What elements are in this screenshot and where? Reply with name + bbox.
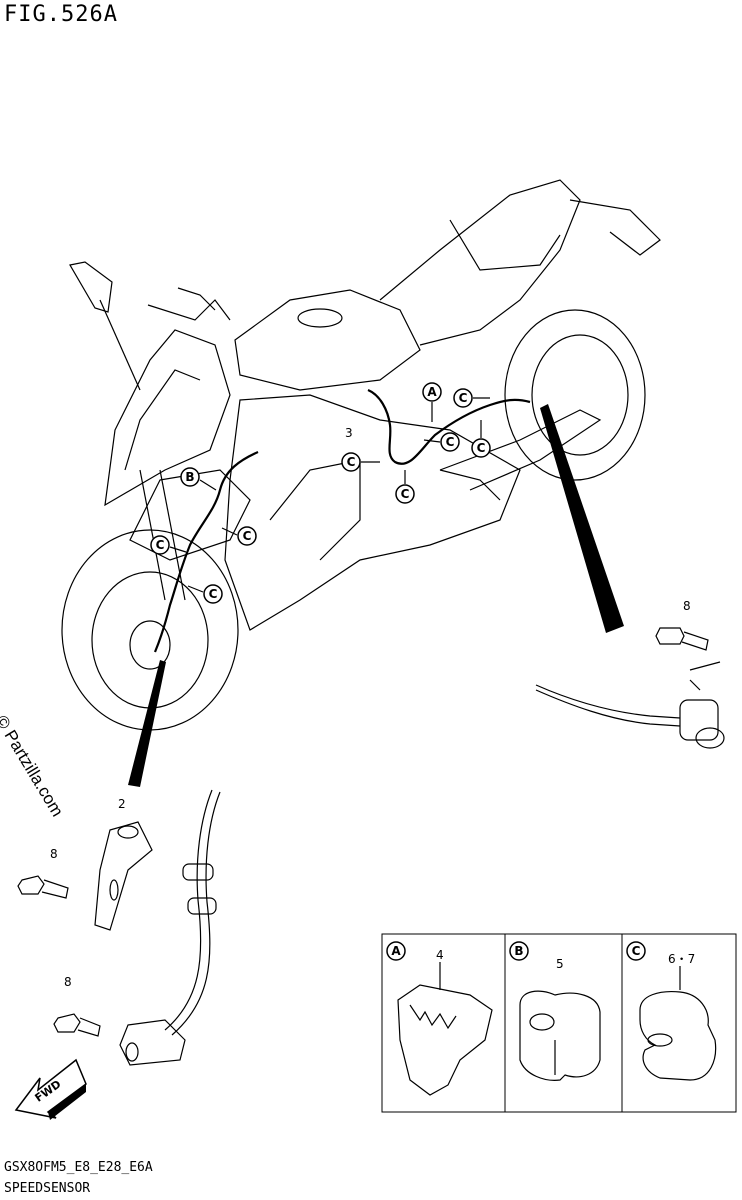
callout-c-marker: C [203, 584, 223, 604]
callout-c-marker: C [237, 526, 257, 546]
svg-text:C: C [632, 944, 641, 958]
svg-text:C: C [243, 529, 252, 543]
svg-text:B: B [185, 470, 194, 484]
callout-c-marker: C [395, 484, 415, 504]
callout-a-marker: A [422, 382, 442, 402]
svg-text:C: C [347, 455, 356, 469]
legend-b-marker: B [509, 941, 529, 961]
rear-bolt-icon [655, 627, 709, 651]
svg-text:C: C [477, 441, 486, 455]
rear-sensor-pointer [540, 404, 624, 633]
motorcycle-illustration [61, 179, 661, 731]
part-number-clamp-a: 4 [436, 948, 444, 962]
part-number-front-bolt-lower: 8 [64, 975, 72, 989]
front-speed-sensor [119, 789, 221, 1066]
svg-text:A: A [427, 385, 437, 399]
callout-c-marker: C [440, 432, 460, 452]
callout-c-marker: C [453, 388, 473, 408]
clamp-b-shape [519, 990, 601, 1081]
callout-c-marker: C [150, 535, 170, 555]
part-number-harness: 3 [345, 426, 353, 440]
fwd-arrow-icon: FWD [14, 1058, 87, 1120]
callout-c-marker: C [471, 438, 491, 458]
legend-a-marker: A [386, 941, 406, 961]
front-bolt-upper-icon [17, 875, 69, 899]
svg-text:A: A [391, 944, 401, 958]
rear-speed-sensor-detail [535, 661, 725, 749]
front-sensor-bracket [94, 821, 153, 931]
callout-c-marker: C [341, 452, 361, 472]
footer-section-name: SPEEDSENSOR [4, 1181, 91, 1196]
clamp-legend: A 4 B 5 C 6・7 [381, 933, 737, 1113]
front-sensor-pointer [128, 660, 166, 787]
clamp-a-shape [397, 984, 493, 1096]
callout-b-marker: B [180, 467, 200, 487]
svg-text:C: C [156, 538, 165, 552]
legend-c-marker: C [626, 941, 646, 961]
callout-markers: B C C C C C C A C C [150, 382, 491, 604]
svg-text:B: B [514, 944, 523, 958]
svg-text:C: C [401, 487, 410, 501]
front-bolt-lower-icon [53, 1013, 101, 1037]
speed-sensor-harness [153, 388, 531, 653]
part-number-clamp-b: 5 [556, 957, 564, 971]
part-number-rear-bolt: 8 [683, 599, 691, 613]
figure-title: FIG.526A [4, 2, 118, 27]
svg-text:C: C [459, 391, 468, 405]
footer-model-code: GSX8OFM5_E8_E28_E6A [4, 1160, 153, 1175]
part-number-front-bolt-upper: 8 [50, 847, 58, 861]
clamp-c-shape [639, 990, 717, 1081]
svg-text:C: C [446, 435, 455, 449]
part-number-front-sensor: 2 [118, 797, 126, 811]
svg-text:C: C [209, 587, 218, 601]
part-number-clamp-c: 6・7 [668, 952, 695, 966]
